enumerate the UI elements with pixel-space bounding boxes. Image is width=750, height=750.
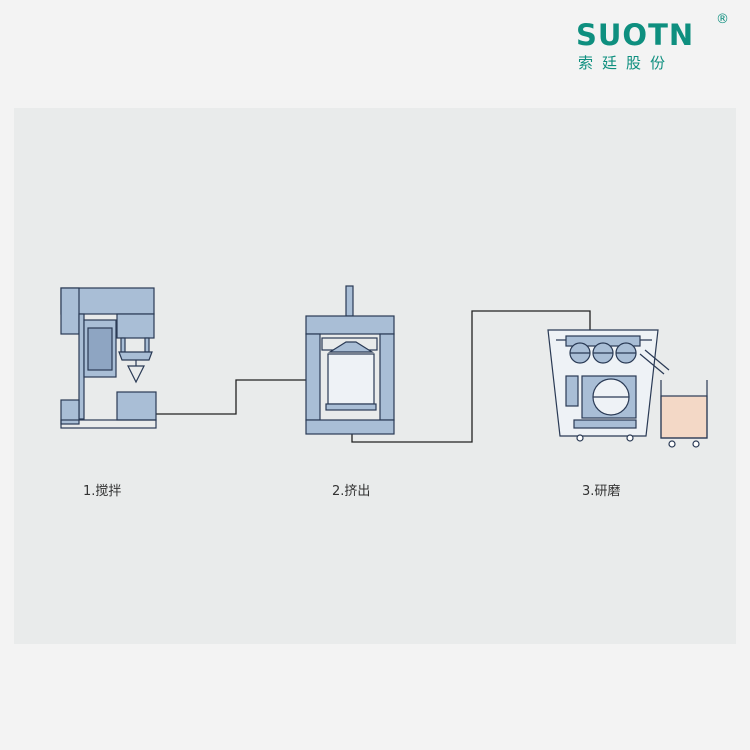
press-extruder-icon [305,285,395,435]
brand-logo: SUOTN ® 索廷股份 [576,12,736,78]
brand-chinese-name: 索廷股份 [578,54,675,72]
mixer-machine-icon [60,287,157,429]
step-label-extrusion: 2.挤出 [332,484,371,499]
pipe-extruder-to-mill [351,310,591,443]
registered-mark: ® [716,12,729,27]
pipe-mixer-to-extruder [156,379,312,415]
step-label-mixing: 1.搅拌 [83,484,122,499]
three-roll-mill-icon [547,329,670,442]
brand-name: SUOTN [576,18,695,52]
product-container-icon [660,380,708,448]
step-label-grinding: 3.研磨 [582,484,621,499]
